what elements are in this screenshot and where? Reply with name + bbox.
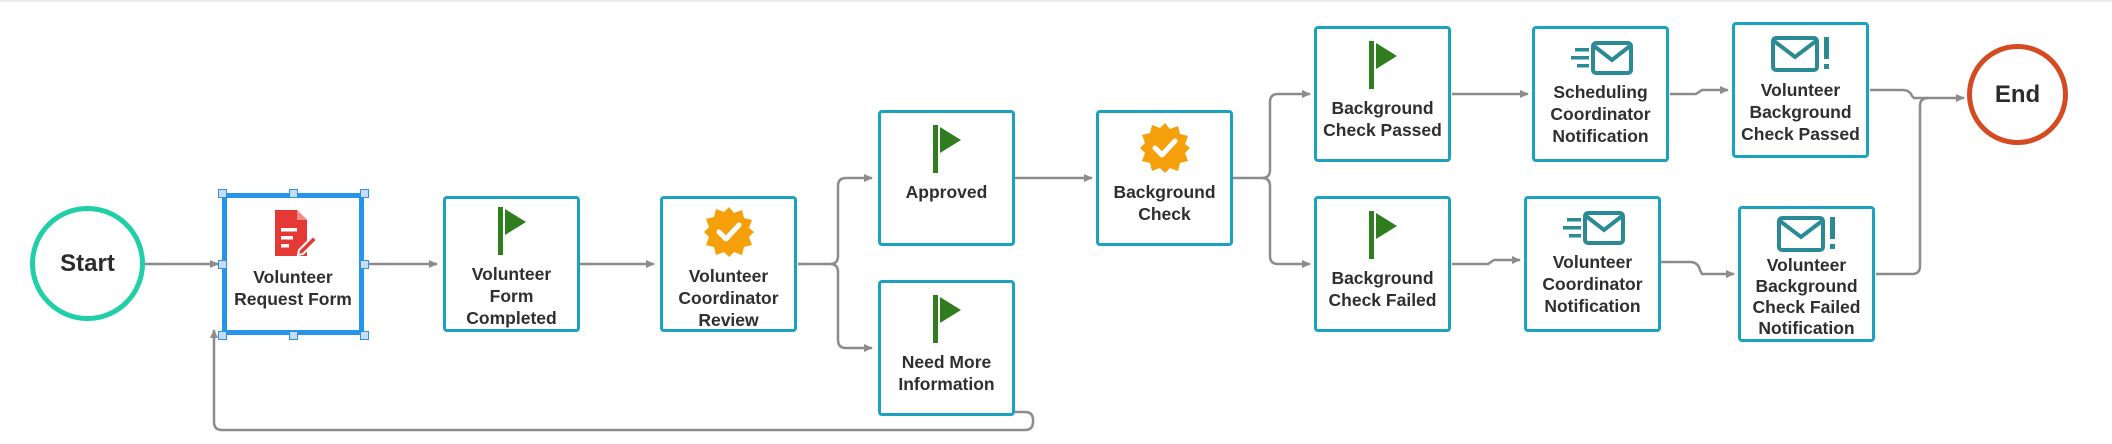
task-label: Background Check Passed (1323, 98, 1442, 140)
task-label: Volunteer Request Form (234, 267, 352, 309)
connector-review-to-need-more (829, 262, 873, 352)
form-edit-icon (269, 204, 317, 260)
task-background-check-passed[interactable]: Background Check Passed (1314, 26, 1451, 162)
task-volunteer-background-check-failed-notification[interactable]: Volunteer Background Check Failed Notifi… (1738, 206, 1875, 342)
task-label: Background Check (1113, 182, 1216, 224)
task-need-more-information[interactable]: Need More Information (878, 280, 1015, 416)
task-label: Background Check Failed (1328, 268, 1437, 310)
task-label: Scheduling Coordinator Notification (1550, 82, 1651, 146)
task-volunteer-form-completed[interactable]: Volunteer Form Completed (443, 196, 580, 332)
connector-vbcp-to-end (1870, 88, 1965, 102)
end-label: End (1994, 80, 2041, 108)
flag-icon (927, 289, 967, 345)
connector-notification-to-failed-notif (1661, 260, 1735, 278)
approval-badge-icon (1138, 119, 1192, 175)
connector-review-to-approved (798, 174, 873, 266)
task-volunteer-coordinator-notification[interactable]: Volunteer Coordinator Notification (1524, 196, 1661, 332)
task-label: Volunteer Coordinator Review (678, 266, 779, 330)
connector-scheduling-to-vbcp (1670, 86, 1729, 96)
email-alert-icon (1769, 31, 1833, 73)
resize-handle-top[interactable] (289, 189, 298, 198)
task-volunteer-request-form[interactable]: Volunteer Request Form (222, 193, 364, 335)
top-divider (0, 0, 2112, 2)
connector-bgcheck-to-failed (1261, 176, 1311, 268)
task-scheduling-coordinator-notification[interactable]: Scheduling Coordinator Notification (1532, 26, 1669, 162)
task-volunteer-background-check-passed[interactable]: Volunteer Background Check Passed (1732, 22, 1869, 158)
start-event[interactable]: Start (30, 206, 145, 321)
flag-icon (1363, 35, 1403, 91)
task-label: Need More Information (898, 352, 995, 394)
resize-handle-bottom-right[interactable] (360, 331, 369, 340)
connector-failed-to-notification (1452, 256, 1521, 266)
task-label: Volunteer Background Check Passed (1741, 80, 1860, 144)
email-send-icon (1561, 205, 1625, 245)
connector-failed-notif-to-end (1876, 96, 1929, 276)
task-label: Approved (905, 182, 988, 202)
resize-handle-top-right[interactable] (360, 189, 369, 198)
connector-need-more-loop (210, 329, 1035, 432)
flag-icon (1363, 205, 1403, 261)
task-label: Volunteer Form Completed (466, 264, 557, 328)
task-volunteer-coordinator-review[interactable]: Volunteer Coordinator Review (660, 196, 797, 332)
task-label: Volunteer Background Check Failed Notifi… (1752, 255, 1861, 338)
task-background-check-failed[interactable]: Background Check Failed (1314, 196, 1451, 332)
flag-icon (927, 119, 967, 175)
end-event[interactable]: End (1967, 44, 2068, 145)
approval-badge-icon (702, 205, 756, 259)
email-send-icon (1569, 35, 1633, 75)
resize-handle-right[interactable] (360, 260, 369, 269)
email-alert-icon (1775, 215, 1839, 253)
flag-icon (492, 205, 532, 257)
resize-handle-bottom[interactable] (289, 331, 298, 340)
task-label: Volunteer Coordinator Notification (1542, 252, 1643, 316)
resize-handle-left[interactable] (218, 260, 227, 269)
resize-handle-top-left[interactable] (218, 189, 227, 198)
connector-bgcheck-to-passed (1233, 90, 1311, 180)
resize-handle-bottom-left[interactable] (218, 331, 227, 340)
start-label: Start (60, 249, 115, 277)
task-approved[interactable]: Approved (878, 110, 1015, 246)
task-background-check[interactable]: Background Check (1096, 110, 1233, 246)
